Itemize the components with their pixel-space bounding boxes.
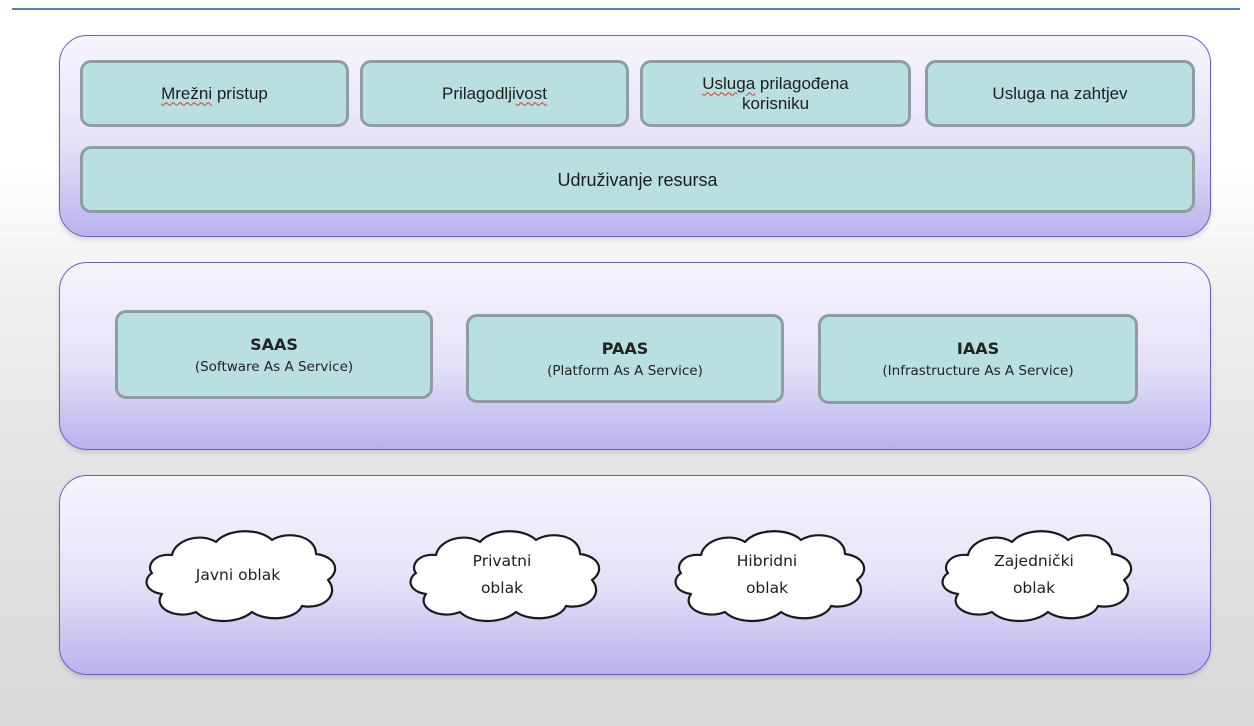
cloud-javni-oblak: Javni oblak (128, 520, 348, 630)
cloud-hibridni-oblak: Hibridni oblak (657, 520, 877, 630)
iaas-name: IAAS (956, 339, 1000, 358)
cloud-hibridni-label: Hibridni oblak (657, 520, 877, 630)
cloud-zajednicki-line1: Zajednički (994, 552, 1074, 570)
prilagodljivost-squig: vost (515, 83, 547, 103)
cloud-shape-zajednicki (941, 530, 1133, 622)
box-paas: PAAS (Platform As A Service) (466, 314, 784, 403)
usluga-prilagodena-line1: Usluga prilagođena (702, 73, 849, 93)
box-prilagodljivost: Prilagodljivost (360, 60, 629, 127)
cloud-shape-hibridni (674, 530, 866, 622)
cloud-zajednicki-line2: oblak (1012, 579, 1056, 597)
cloud-privatni-label: Privatni oblak (392, 520, 612, 630)
top-rule (12, 8, 1240, 10)
usluga-squig: Usluga (702, 73, 756, 93)
prilagodljivost-label: Prilagodljivost (442, 83, 547, 103)
cloud-privatni-line1: Privatni (472, 552, 532, 570)
cloud-privatni-oblak: Privatni oblak (392, 520, 612, 630)
udruzivanje-resursa-label: Udruživanje resursa (557, 169, 718, 190)
cloud-javni-line1: Javni oblak (195, 565, 281, 584)
paas-name: PAAS (601, 338, 649, 358)
cloud-shape-privatni (409, 530, 601, 622)
paas-full: (Platform As A Service) (547, 362, 703, 379)
cloud-privatni-line2: oblak (480, 579, 524, 597)
box-usluga-prilagodena: Usluga prilagođena korisniku (640, 60, 911, 127)
box-usluga-na-zahtjev: Usluga na zahtjev (925, 60, 1195, 127)
mrezni-word: Mrežni (161, 83, 213, 103)
cloud-zajednicki-label: Zajednički oblak (924, 520, 1144, 630)
mrezni-pristup-label: Mrežni pristup (161, 83, 268, 103)
box-mrezni-pristup: Mrežni pristup (80, 60, 349, 127)
cloud-javni-label: Javni oblak (128, 520, 348, 630)
box-udruzivanje-resursa: Udruživanje resursa (80, 146, 1195, 213)
usluga-na-zahtjev-label: Usluga na zahtjev (992, 83, 1128, 103)
cloud-zajednicki-oblak: Zajednički oblak (924, 520, 1144, 630)
box-saas: SAAS (Software As A Service) (115, 310, 433, 399)
iaas-full: (Infrastructure As A Service) (882, 363, 1074, 379)
box-iaas: IAAS (Infrastructure As A Service) (818, 314, 1138, 404)
usluga-prilagodena-line2: korisniku (741, 93, 810, 113)
saas-name: SAAS (250, 334, 298, 354)
cloud-hibridni-line2: oblak (745, 579, 789, 597)
cloud-shape-javni (145, 530, 337, 622)
saas-full: (Software As A Service) (194, 358, 354, 375)
cloud-hibridni-line1: Hibridni (736, 552, 798, 570)
